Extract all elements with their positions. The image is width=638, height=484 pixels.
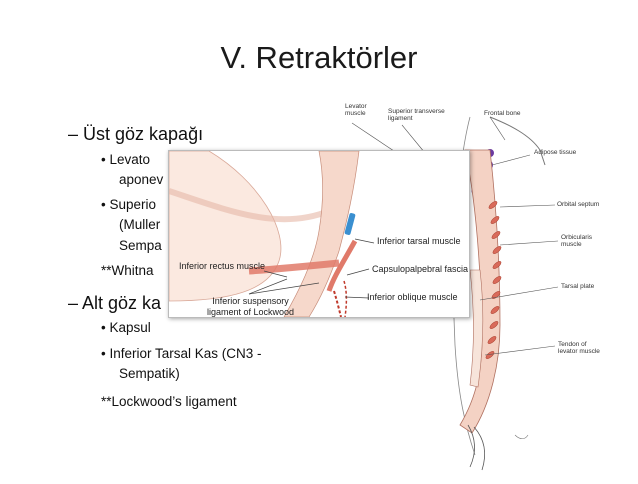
- note-lockwood: **Lockwood’s ligament: [101, 394, 237, 409]
- note-whitnall: **Whitna: [101, 263, 154, 278]
- label-tarsal-plate: Tarsal plate: [561, 283, 595, 290]
- bullet-kapsul: • Kapsul: [101, 320, 151, 335]
- bullet-upper-lid: – Üst göz kapağı: [68, 124, 204, 144]
- label-adipose-tissue: Adipose tissue: [534, 149, 577, 156]
- label-frontal-bone: Frontal bone: [484, 110, 521, 117]
- label-superior-transverse-ligament: Superior transverse ligament: [388, 108, 445, 123]
- slide-title: V. Retraktörler: [220, 40, 418, 75]
- label-orbicularis-muscle: Orbicularis muscle: [561, 234, 593, 249]
- label-levator-muscle: Levator muscle: [345, 103, 367, 118]
- label-orbital-septum: Orbital septum: [557, 201, 600, 208]
- bullet-muller: (Muller: [119, 217, 161, 232]
- lower-eyelid-illustration: [168, 150, 375, 318]
- label-inferior-tarsal-muscle: Inferior tarsal muscle: [377, 236, 461, 246]
- label-tendon-of-levator: Tendon of levator muscle: [558, 341, 600, 356]
- bullet-levator: • Levato: [101, 152, 151, 167]
- bullet-superior: • Superio: [101, 197, 157, 212]
- bullet-lower-lid: – Alt göz ka: [68, 293, 162, 313]
- bullet-sempatik: Sempatik): [119, 366, 180, 381]
- lower-eyelid-inset: Inferior tarsal muscle Inferior rectus m…: [168, 150, 470, 318]
- bullet-sempa: Sempa: [119, 238, 162, 253]
- bullet-inferior-tarsal: • Inferior Tarsal Kas (CN3 -: [101, 346, 262, 361]
- label-inferior-suspensory-ligament: Inferior suspensory ligament of Lockwood: [207, 296, 295, 317]
- bullet-aponev: aponev: [119, 172, 164, 187]
- label-capsulopalpebral-fascia: Capsulopalpebral fascia: [372, 264, 469, 274]
- label-inferior-oblique-muscle: Inferior oblique muscle: [367, 292, 458, 302]
- label-inferior-rectus-muscle: Inferior rectus muscle: [179, 261, 266, 271]
